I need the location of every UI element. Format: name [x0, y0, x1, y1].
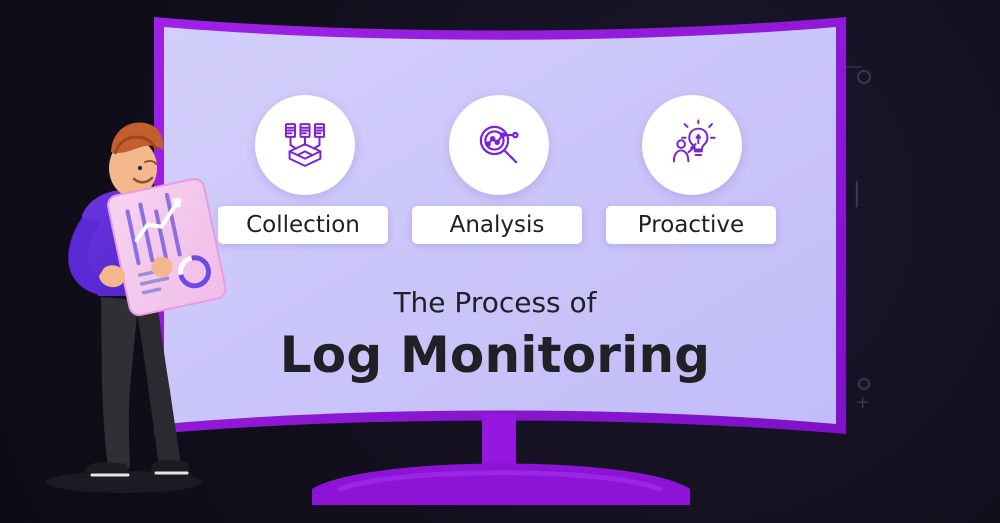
person-hand-left [99, 265, 125, 288]
shoe-right [150, 460, 191, 478]
shoe-left [85, 462, 131, 480]
person-leg-right [135, 298, 181, 467]
proactive-icon [672, 119, 716, 163]
decor-circle-1 [857, 70, 871, 84]
decor-plus-1: + [855, 392, 871, 413]
person-legs [101, 297, 139, 468]
collection-step-icon-wrap [255, 95, 355, 195]
person-hand-right [151, 256, 173, 278]
report-sheet [107, 178, 227, 317]
decor-tick-2: ❘ [846, 178, 868, 208]
person-holding-report [46, 122, 227, 493]
proactive-step-text: Proactive [637, 212, 745, 238]
monitor-stand-neck [482, 414, 516, 468]
headline-large: Log Monitoring [279, 326, 711, 384]
collection-step-label: Collection [218, 206, 388, 244]
monitor-stand-base [312, 463, 690, 505]
proactive-step-icon-wrap [642, 95, 742, 195]
collection-icon [284, 123, 326, 167]
analysis-step-icon-wrap [449, 95, 549, 195]
screen-content: Collection Analysis Proactive The Proces… [170, 70, 820, 410]
analysis-step-label: Analysis [412, 206, 582, 244]
analysis-icon [479, 125, 519, 164]
collection-step-text: Collection [246, 212, 360, 238]
person-arm-left [68, 218, 108, 295]
headline-small: The Process of [393, 286, 597, 319]
decor-circle-2 [858, 378, 870, 390]
proactive-step-label: Proactive [606, 206, 776, 244]
decor-tick-1: — [844, 56, 862, 77]
analysis-step-text: Analysis [449, 212, 545, 238]
